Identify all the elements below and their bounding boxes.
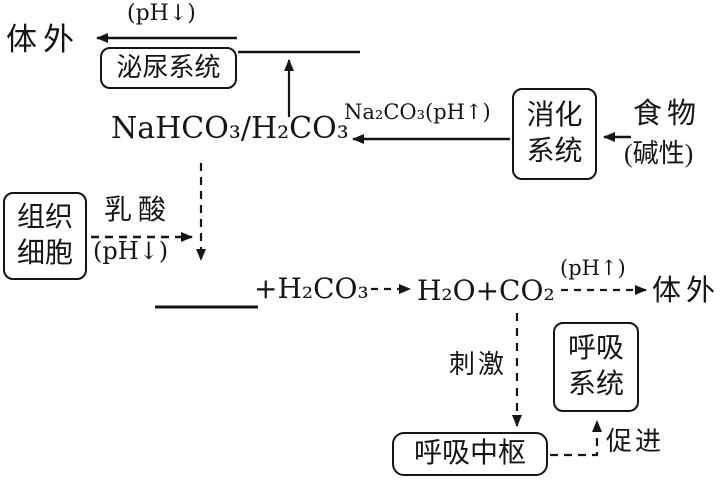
lactic-acid-label: 乳酸 xyxy=(104,195,173,226)
respiratory-center-box: 呼吸中枢 xyxy=(392,432,548,476)
promote-label: 促进 xyxy=(606,427,665,456)
food-alkaline-label: (碱性) xyxy=(624,139,694,168)
ph-down-top-label: (pH↓) xyxy=(127,1,196,26)
buffer-pair-label: NaHCO₃/H₂CO₃ xyxy=(111,111,349,146)
arrow-center-to-respiratory xyxy=(550,420,602,457)
tissue-cells-label-line2: 细胞 xyxy=(16,238,73,269)
outside-top-label: 体外 xyxy=(6,22,80,57)
respiratory-system-box: 呼吸 系统 xyxy=(553,322,639,412)
digestive-system-label-line2: 系统 xyxy=(526,136,583,167)
h2o-co2-label: H₂O+CO₂ xyxy=(417,274,555,307)
urinary-system-box: 泌尿系统 xyxy=(100,47,237,89)
outside-right-label: 体外 xyxy=(652,275,720,307)
digestive-system-label-line1: 消化 xyxy=(526,99,583,131)
ph-up-right-label: (pH↑) xyxy=(560,256,626,280)
respiratory-center-label: 呼吸中枢 xyxy=(413,437,526,469)
na2co3-edge-label: Na₂CO₃(pH↑) xyxy=(344,100,491,124)
stimulate-label: 刺激 xyxy=(449,350,508,379)
food-label: 食物 xyxy=(633,98,702,130)
respiratory-system-label-line2: 系统 xyxy=(567,369,624,400)
urinary-system-label: 泌尿系统 xyxy=(116,53,221,83)
tissue-cells-box: 组织 细胞 xyxy=(3,192,87,280)
respiratory-system-label-line1: 呼吸 xyxy=(567,332,624,364)
tissue-cells-label-line1: 组织 xyxy=(16,201,73,233)
lactic-ph-down-label: (pH↓) xyxy=(93,237,169,265)
plus-h2co3-label: +H₂CO₃ xyxy=(254,272,369,305)
digestive-system-box: 消化 系统 xyxy=(512,88,597,180)
